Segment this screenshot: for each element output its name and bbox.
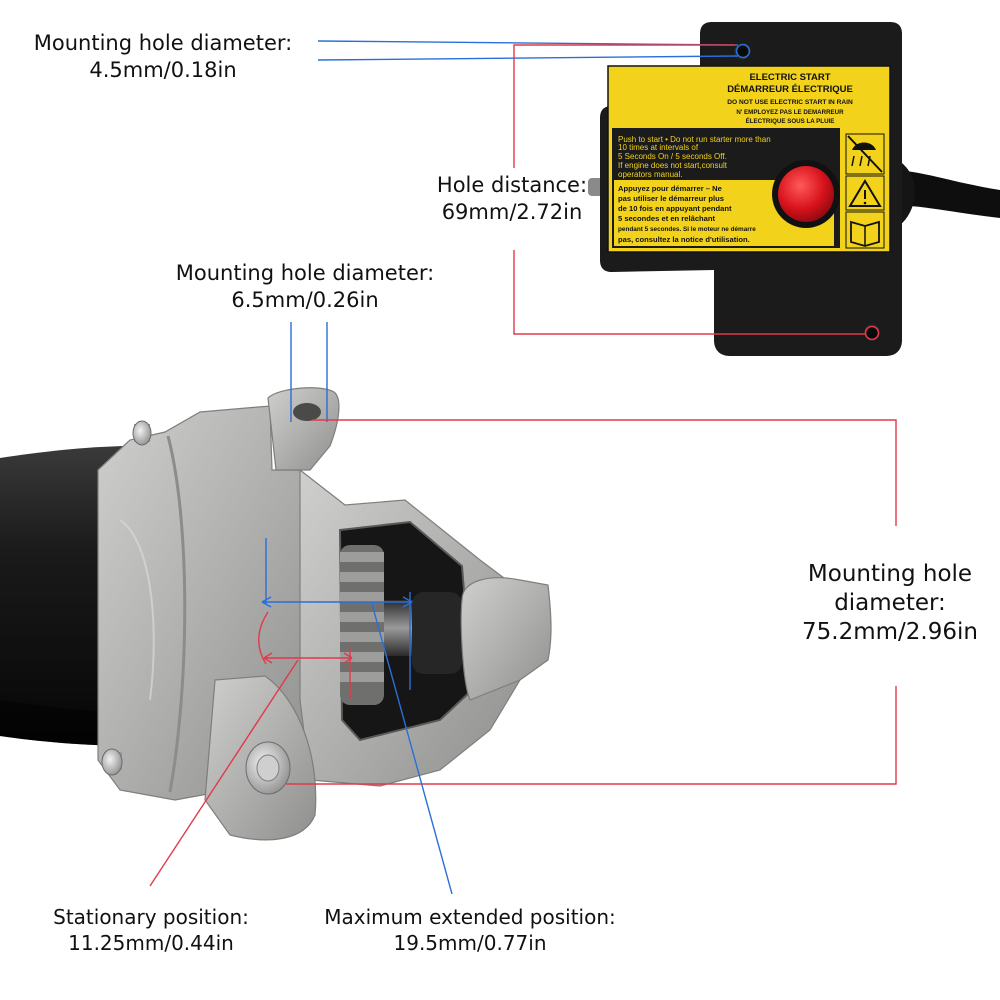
instr-en-line: 10 times at intervals of <box>618 143 699 152</box>
warning-triangle-icon <box>845 175 885 211</box>
label-instructions-fr: Appuyez pour démarrer – Ne pas utiliser … <box>618 184 756 244</box>
extended-value: 19.5mm/0.77in <box>393 931 547 955</box>
pinion-gear <box>340 545 462 705</box>
electric-start-switch: ELECTRIC START DÉMARREUR ÉLECTRIQUE DO N… <box>588 22 1000 356</box>
flange-span-title-1: Mounting hole <box>807 561 973 587</box>
switch-hole-annotation: Mounting hole diameter: 4.5mm/0.18in <box>18 30 308 84</box>
stationary-annotation: Stationary position: 11.25mm/0.44in <box>26 904 276 956</box>
instr-fr-line: pendant 5 secondes. Si le moteur ne déma… <box>618 226 756 233</box>
instr-fr-line: Appuyez pour démarrer – Ne <box>618 184 722 193</box>
label-warning-en: DO NOT USE ELECTRIC START IN RAIN <box>727 99 853 106</box>
power-cord <box>890 170 1000 218</box>
motor-hole-annotation: Mounting hole diameter: 6.5mm/0.26in <box>160 260 450 314</box>
flange-span-leader <box>286 419 897 785</box>
bolt-bottom-left <box>101 748 123 776</box>
instr-en-line: operators manual. <box>618 170 682 179</box>
flange-span-value: 75.2mm/2.96in <box>802 619 978 645</box>
label-warning-fr-2: ÉLECTRIQUE SOUS LA PLUIE <box>746 117 835 125</box>
label-instructions-en: Push to start • Do not run starter more … <box>618 135 771 179</box>
label-header-en: ELECTRIC START <box>749 72 830 83</box>
motor-hole-value: 6.5mm/0.26in <box>231 288 379 312</box>
instr-fr-line: pas, consultez la notice d'utilisation. <box>618 235 750 244</box>
hole-distance-value: 69mm/2.72in <box>441 200 583 224</box>
extended-leader <box>261 538 453 895</box>
instr-fr-line: de 10 fois en appuyant pendant <box>618 204 732 213</box>
no-rain-icon <box>845 133 885 175</box>
label-header-fr: DÉMARREUR ÉLECTRIQUE <box>727 84 853 95</box>
instr-fr-line: 5 secondes et en relâchant <box>618 214 716 223</box>
instr-fr-line: pas utiliser le démarreur plus <box>618 194 724 203</box>
instr-en-line: If engine does not start,consult <box>618 161 728 170</box>
stationary-value: 11.25mm/0.44in <box>68 931 234 955</box>
instr-en-line: Push to start • Do not run starter more … <box>618 135 771 144</box>
instr-en-line: 5 Seconds On / 5 seconds Off. <box>618 152 727 161</box>
hole-distance-title: Hole distance: <box>436 173 588 197</box>
switch-hole-leader <box>317 40 751 61</box>
mounting-hole-top <box>293 403 321 421</box>
label-warning-fr-1: N' EMPLOYEZ PAS LE DEMARREUR <box>736 109 844 116</box>
stationary-title: Stationary position: <box>53 905 249 929</box>
extended-annotation: Maximum extended position: 19.5mm/0.77in <box>300 904 640 956</box>
mounting-ear-top <box>267 387 340 471</box>
start-button[interactable] <box>778 166 834 222</box>
bolt-top-left <box>132 420 152 446</box>
hole-distance-annotation: Hole distance: 69mm/2.72in <box>412 172 612 226</box>
motor-hole-title: Mounting hole diameter: <box>175 261 435 285</box>
extended-title: Maximum extended position: <box>324 905 616 929</box>
hole-distance-leader <box>513 44 880 341</box>
motor-hole-leader <box>290 322 328 422</box>
flange-span-annotation: Mounting hole diameter: 75.2mm/2.96in <box>792 560 988 647</box>
flange-span-title-2: diameter: <box>834 590 946 616</box>
manual-book-icon <box>845 211 885 249</box>
housing-ridge <box>166 435 187 793</box>
nose-boss <box>460 577 552 701</box>
bolt-ear <box>245 741 291 795</box>
dimension-lines <box>149 40 897 895</box>
housing-ridge-2 <box>119 519 155 701</box>
stationary-leader <box>149 611 353 887</box>
switch-hole-value: 4.5mm/0.18in <box>89 58 237 82</box>
starter-motor <box>0 387 552 841</box>
switch-hole-title: Mounting hole diameter: <box>33 31 293 55</box>
